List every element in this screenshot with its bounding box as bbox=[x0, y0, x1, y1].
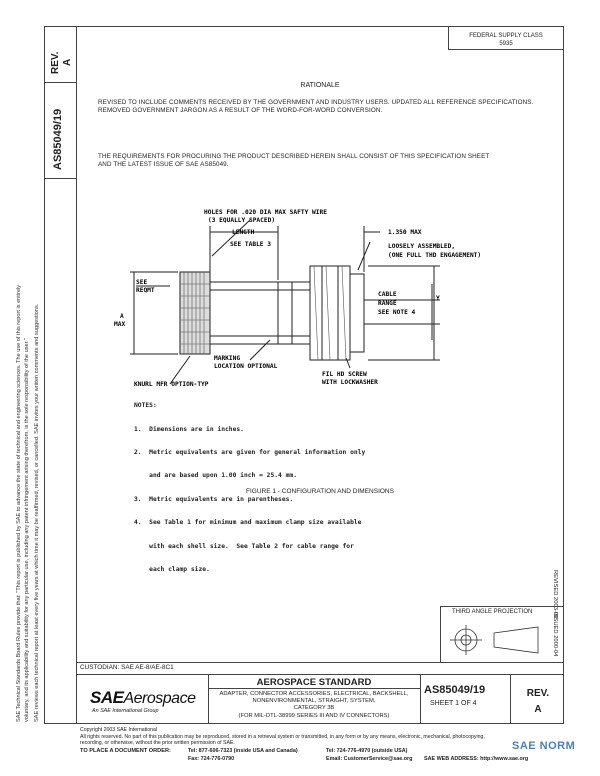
federal-supply-class: 5935 bbox=[499, 41, 513, 47]
desc-line: (FOR MIL-DTL-38999 SERIES III AND IV CON… bbox=[238, 712, 390, 719]
logo-subtitle: An SAE International Group bbox=[92, 708, 159, 714]
third-angle-box bbox=[440, 606, 564, 662]
cable-label-3: SEE NOTE 4 bbox=[378, 309, 416, 316]
rationale-paragraph-2: THE REQUIREMENTS FOR PROCURING THE PRODU… bbox=[98, 153, 490, 168]
doc-description: ADAPTER, CONNECTOR ACCESSORIES, ELECTRIC… bbox=[210, 691, 418, 720]
marking-label-2: LOCATION OPTIONAL bbox=[214, 363, 278, 370]
tel-outside: Tel: 724-776-4970 (outside USA) bbox=[326, 748, 408, 754]
rationale-title: RATIONALE bbox=[300, 82, 340, 89]
desc-line: CATEGORY 3B bbox=[293, 705, 335, 712]
see-reqmt-1: SEE bbox=[136, 279, 147, 286]
copyright: Copyright 2003 SAE International bbox=[80, 727, 157, 733]
sae-norm-watermark: SAE NORM bbox=[512, 740, 576, 752]
footer-custodian-line bbox=[76, 674, 564, 675]
web-address[interactable]: SAE WEB ADDRESS: http://www.sae.org bbox=[424, 756, 529, 762]
footer-divider-3 bbox=[510, 674, 511, 724]
rights-2: recording, or otherwise, without the pri… bbox=[80, 740, 235, 747]
knurl-label: KNURL MFR OPTION-TYP bbox=[134, 381, 209, 388]
a-label: A bbox=[120, 313, 124, 320]
docnum-box-divider bbox=[44, 178, 77, 179]
email[interactable]: Email: CustomerService@sae.org bbox=[326, 756, 413, 762]
knurl-nut bbox=[179, 271, 211, 355]
fil-label-2: WITH LOCKWASHER bbox=[322, 379, 378, 386]
notes-list: 1. Dimensions are in inches. 2. Metric e… bbox=[134, 410, 365, 582]
desc-line: NONENVIRONMENTAL, STRAIGHT, SYSTEM, bbox=[252, 698, 376, 705]
length-label: LENGTH bbox=[232, 229, 255, 236]
third-angle-label: THIRD ANGLE PROJECTION bbox=[452, 609, 533, 615]
note-line: 4. See Table 1 for minimum and maximum c… bbox=[134, 519, 362, 527]
holes-label-1: HOLES FOR .020 DIA MAX SAFTY WIRE bbox=[204, 209, 327, 216]
loosely-label-1: LOOSELY ASSEMBLED, bbox=[388, 243, 455, 250]
sheet-number: SHEET 1 OF 4 bbox=[430, 700, 477, 707]
rights: All rights reserved. No part of this pub… bbox=[80, 733, 485, 740]
note-line: 1. Dimensions are in inches. bbox=[134, 425, 244, 433]
footer-top-line bbox=[76, 662, 564, 663]
order-label: TO PLACE A DOCUMENT ORDER: bbox=[80, 748, 171, 754]
rev-box-divider bbox=[44, 82, 77, 83]
tel-usa: Tel: 877-606-7323 (inside USA and Canada… bbox=[188, 748, 298, 754]
projection-symbol bbox=[450, 625, 539, 655]
footer-rev-value: A bbox=[534, 704, 542, 715]
federal-supply-box bbox=[448, 26, 564, 50]
footer-rev-label: REV. bbox=[526, 688, 550, 699]
footer-doc-number: AS85049/19 bbox=[424, 684, 486, 696]
y-label: Y bbox=[436, 295, 440, 302]
note-line: with each shell size. See Table 2 for ca… bbox=[134, 542, 354, 550]
footer-title-line bbox=[208, 688, 420, 689]
desc-line: ADAPTER, CONNECTOR ACCESSORIES, ELECTRIC… bbox=[219, 691, 409, 697]
note-line: each clamp size. bbox=[134, 565, 210, 573]
federal-supply-label: FEDERAL SUPPLY CLASS bbox=[469, 33, 543, 39]
disclaimer-line-1: SAE Technical Standards Board Rules prov… bbox=[16, 284, 22, 722]
see-reqmt-2: REQMT bbox=[136, 287, 155, 294]
marking-label-1: MARKING bbox=[214, 355, 240, 362]
note-line: 2. Metric equivalents are given for gene… bbox=[134, 448, 366, 456]
cable-label-1: CABLE bbox=[378, 291, 397, 298]
document-frame bbox=[76, 26, 564, 724]
fax: Fax: 724-776-0790 bbox=[188, 756, 235, 762]
sae-logo: SAEAerospace bbox=[90, 688, 196, 708]
footer-divider-1 bbox=[208, 674, 209, 724]
copyright-block: Copyright 2003 SAE International All rig… bbox=[80, 727, 560, 747]
disclaimer-line-2: voluntary, and its applicability and sui… bbox=[24, 338, 30, 722]
see-table3-label: SEE TABLE 3 bbox=[230, 241, 271, 248]
aerospace-standard-title: AEROSPACE STANDARD bbox=[256, 677, 372, 688]
cable-label-2: RANGE bbox=[378, 300, 397, 307]
custodian: CUSTODIAN: SAE AE-8/AE-8C1 bbox=[80, 664, 174, 671]
max-label: MAX bbox=[114, 321, 125, 328]
max-1350-label: 1.350 MAX bbox=[388, 229, 422, 236]
sae-logo-text: SAE bbox=[90, 688, 124, 707]
loosely-label-2: (ONE FULL THD ENGAGEMENT) bbox=[388, 252, 481, 259]
figure-caption: FIGURE 1 - CONFIGURATION AND DIMENSIONS bbox=[246, 488, 394, 495]
disclaimer-line-3: SAE reviews each technical report at lea… bbox=[34, 303, 40, 722]
connector-drawing: HOLES FOR .020 DIA MAX SAFTY WIRE (3 EQU… bbox=[114, 209, 481, 388]
notes-title: NOTES: bbox=[134, 402, 157, 409]
note-line: 3. Metric equivalents are in parentheses… bbox=[134, 495, 294, 503]
aerospace-logo-text: Aerospace bbox=[123, 690, 196, 707]
left-margin-column bbox=[44, 26, 77, 724]
rationale-paragraph-1: REVISED TO INCLUDE COMMENTS RECEIVED BY … bbox=[98, 99, 534, 114]
holes-label-2: (3 EQUALLY SPACED) bbox=[208, 217, 275, 224]
fil-label-1: FIL HD SCREW bbox=[322, 371, 367, 378]
left-rev-value: A bbox=[62, 58, 73, 66]
footer-divider-2 bbox=[420, 674, 421, 724]
left-doc-number: AS85049/19 bbox=[52, 108, 64, 170]
note-line: and are based upon 1.00 inch = 25.4 mm. bbox=[134, 472, 298, 480]
left-rev-label: REV. bbox=[50, 51, 61, 74]
